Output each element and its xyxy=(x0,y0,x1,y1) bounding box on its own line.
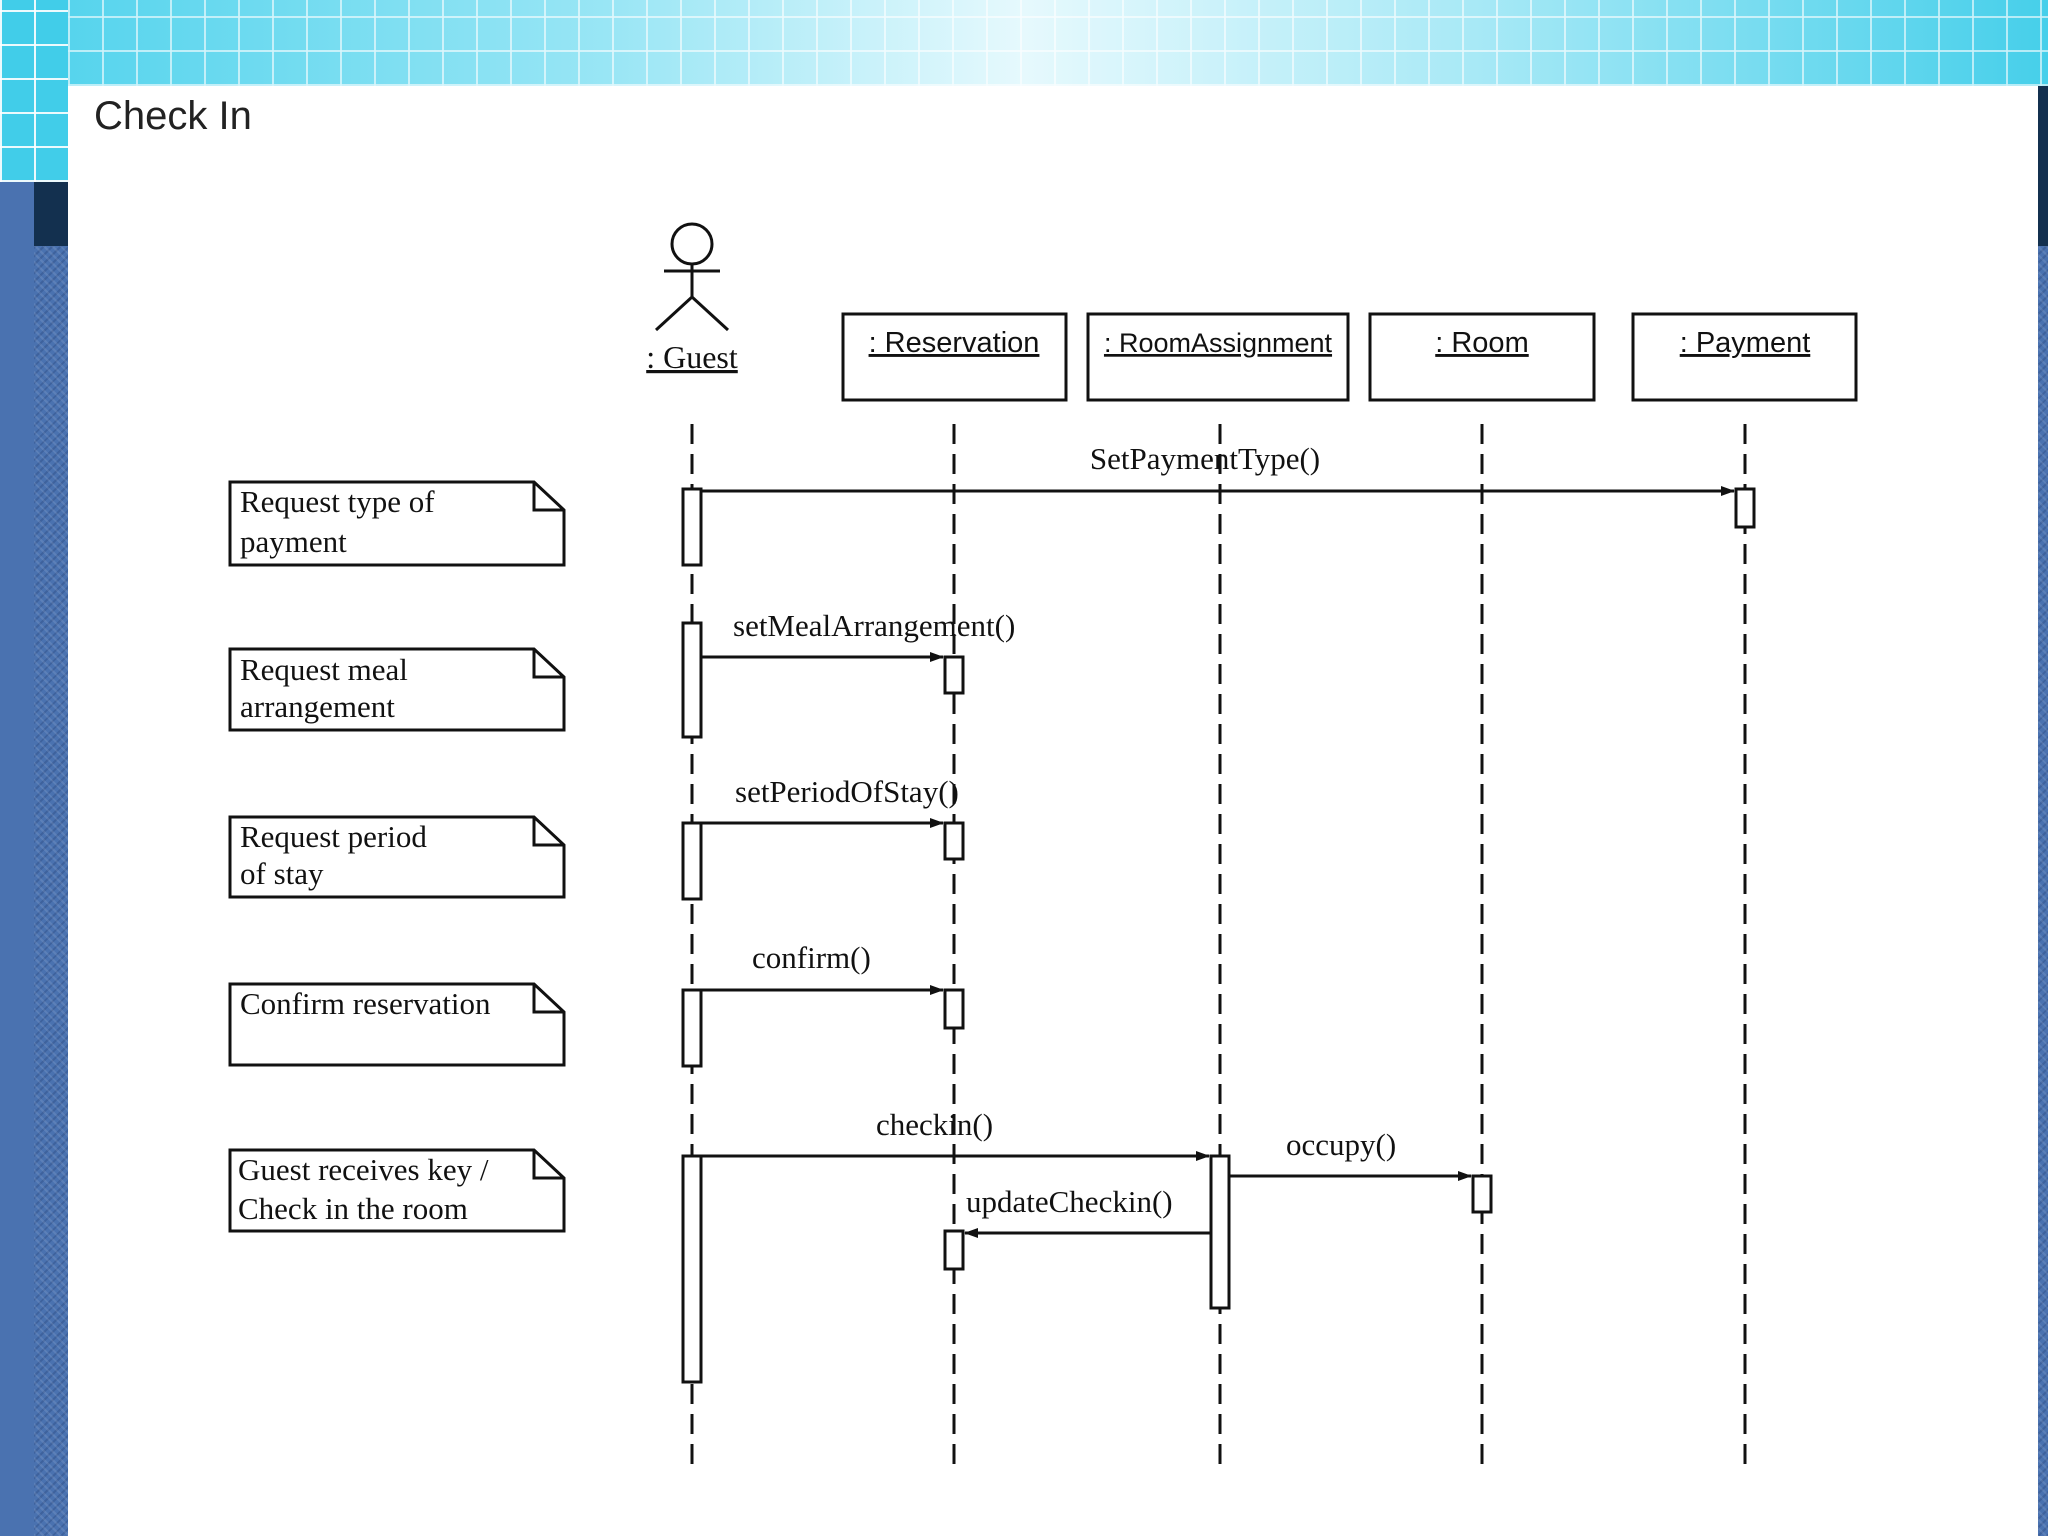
activation-reservation-1 xyxy=(943,655,965,695)
note-guest-receives-key: Guest receives key / Check in the room xyxy=(228,1148,566,1233)
note-guest-receives-key-line1: Guest receives key / xyxy=(238,1152,489,1187)
activation-guest-4 xyxy=(681,988,703,1068)
object-room: : Room xyxy=(1368,312,1596,402)
object-roomassignment: : RoomAssignment xyxy=(1086,312,1350,402)
object-reservation: : Reservation xyxy=(841,312,1068,402)
object-payment-label: : Payment xyxy=(1680,327,1811,359)
note-request-payment-type-line1: Request type of xyxy=(240,484,435,519)
left-accent-block xyxy=(34,182,68,246)
left-border xyxy=(0,182,34,1536)
note-request-period-line2: of stay xyxy=(240,856,324,891)
note-request-period-line1: Request period xyxy=(240,819,427,854)
guest-actor-icon xyxy=(654,222,730,332)
message-checkin-label: checkin() xyxy=(876,1107,993,1142)
note-guest-receives-key-line2: Check in the room xyxy=(238,1191,468,1226)
object-reservation-label: : Reservation xyxy=(869,327,1040,359)
activation-guest-2 xyxy=(681,621,703,739)
message-set-payment-type-label: SetPaymentType() xyxy=(1090,441,1320,476)
activation-guest-1 xyxy=(681,487,703,567)
object-roomassignment-label: : RoomAssignment xyxy=(1104,328,1333,358)
corner-decoration xyxy=(0,0,68,182)
note-request-meal-line1: Request meal xyxy=(240,652,408,687)
activation-payment xyxy=(1734,487,1756,529)
note-request-payment-type: Request type of payment xyxy=(228,480,566,567)
message-confirm-label: confirm() xyxy=(752,940,871,975)
activation-room xyxy=(1471,1174,1493,1214)
message-occupy-label: occupy() xyxy=(1286,1127,1396,1162)
note-request-meal: Request meal arrangement xyxy=(228,647,566,732)
note-request-meal-line2: arrangement xyxy=(240,689,395,724)
object-room-label: : Room xyxy=(1435,327,1528,359)
message-update-checkin-label: updateCheckin() xyxy=(966,1184,1173,1219)
activation-guest-5 xyxy=(681,1154,703,1384)
note-request-payment-type-line2: payment xyxy=(240,524,347,559)
activation-roomassignment xyxy=(1209,1154,1231,1310)
note-confirm-reservation: Confirm reservation xyxy=(228,982,566,1067)
activation-guest-3 xyxy=(681,821,703,901)
object-payment: : Payment xyxy=(1631,312,1858,402)
note-confirm-reservation-line1: Confirm reservation xyxy=(240,986,491,1021)
header-decoration xyxy=(0,0,2048,86)
activation-reservation-3 xyxy=(943,988,965,1030)
right-accent-block xyxy=(2038,86,2048,246)
message-set-period-of-stay-label: setPeriodOfStay() xyxy=(735,774,959,809)
note-request-period: Request period of stay xyxy=(228,815,566,899)
slide-title: Check In xyxy=(94,94,252,138)
message-set-meal-arrangement-label: setMealArrangement() xyxy=(733,608,1015,643)
activation-reservation-2 xyxy=(943,821,965,861)
guest-actor-label: : Guest xyxy=(646,339,738,375)
activation-reservation-4 xyxy=(943,1229,965,1271)
